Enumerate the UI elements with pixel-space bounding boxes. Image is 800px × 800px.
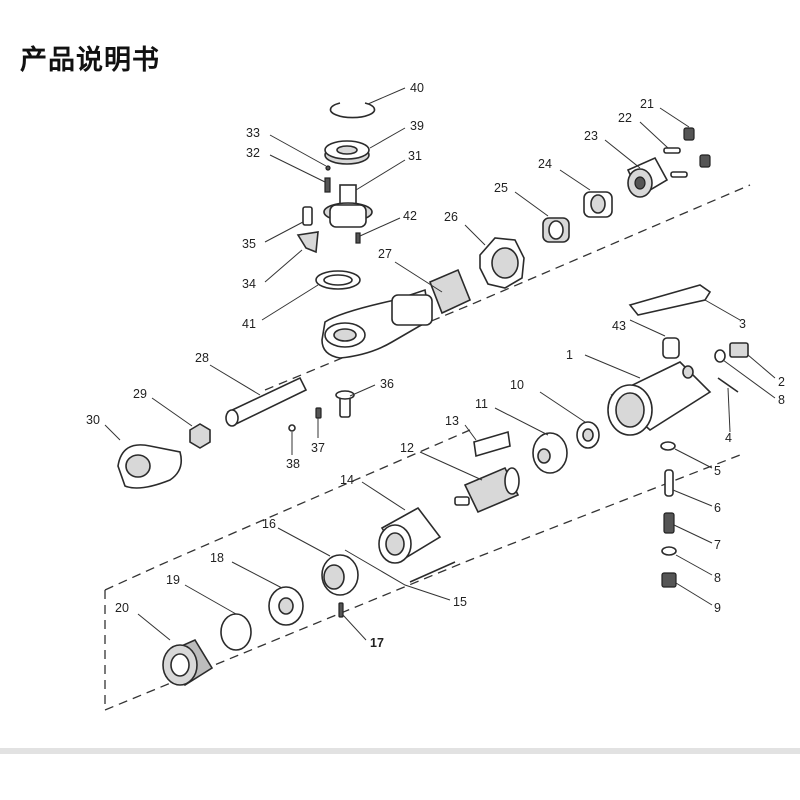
part-34-pawl	[264, 231, 319, 283]
part-40-retaining-ring	[329, 87, 406, 119]
assembly-outline	[104, 184, 751, 711]
part-18-bearing	[231, 561, 304, 626]
part-30-ratchet-ring	[104, 424, 183, 489]
label-5: 5	[714, 464, 721, 478]
part-39-bearing	[324, 127, 406, 165]
label-16: 16	[262, 517, 276, 531]
part-23-end-cap	[604, 139, 669, 198]
label-40: 40	[410, 81, 424, 95]
part-4-pin	[717, 377, 739, 433]
part-22-pins	[639, 121, 688, 178]
label-8-upper: 8	[778, 393, 785, 407]
part-2-air-inlet	[729, 342, 776, 379]
label-25: 25	[494, 181, 508, 195]
label-1: 1	[566, 348, 573, 362]
part-5-o-ring	[660, 441, 713, 469]
part-43-lever-pin	[629, 319, 680, 359]
part-42-pin	[355, 217, 401, 244]
label-38: 38	[286, 457, 300, 471]
part-19-o-ring	[184, 584, 252, 651]
label-30: 30	[86, 413, 100, 427]
label-8-lower: 8	[714, 571, 721, 585]
part-41-washer	[261, 270, 361, 321]
part-37-spring	[315, 407, 322, 438]
page-title: 产品说明书	[20, 45, 160, 76]
label-6: 6	[714, 501, 721, 515]
part-3-throttle-lever	[628, 284, 741, 321]
label-29: 29	[133, 387, 147, 401]
footer-divider	[0, 748, 800, 754]
label-14: 14	[340, 473, 354, 487]
part-11-end-plate	[494, 407, 568, 474]
part-36-screw	[335, 384, 376, 418]
part-8-washer-upper	[714, 349, 776, 399]
label-27: 27	[378, 247, 392, 261]
label-21: 21	[640, 97, 654, 111]
part-12-rotor	[419, 451, 520, 514]
label-42: 42	[403, 209, 417, 223]
part-7-spring	[663, 512, 713, 544]
label-18: 18	[210, 551, 224, 565]
part-27-ratchet-housing	[321, 261, 472, 359]
label-36: 36	[380, 377, 394, 391]
label-32: 32	[246, 146, 260, 160]
label-9: 9	[714, 601, 721, 615]
part-15-pin	[344, 549, 456, 601]
label-41: 41	[242, 317, 256, 331]
part-8-washer-lower	[661, 546, 713, 576]
label-23: 23	[584, 129, 598, 143]
label-22: 22	[618, 111, 632, 125]
part-25-bushing	[514, 191, 570, 243]
label-34: 34	[242, 277, 256, 291]
label-15: 15	[453, 595, 467, 609]
label-11: 11	[475, 397, 488, 411]
part-31-drive-anvil	[323, 159, 406, 228]
label-35: 35	[242, 237, 256, 251]
part-20-muffler	[137, 613, 214, 687]
label-13: 13	[445, 414, 459, 428]
label-33: 33	[246, 126, 260, 140]
part-28-shaft	[209, 364, 308, 427]
label-37: 37	[311, 441, 325, 455]
label-31: 31	[408, 149, 422, 163]
label-7: 7	[714, 538, 721, 552]
part-17-pin	[338, 602, 367, 641]
part-35-pin	[264, 206, 313, 243]
label-28: 28	[195, 351, 209, 365]
label-19: 19	[166, 573, 180, 587]
part-38-ball	[288, 424, 296, 455]
label-24: 24	[538, 157, 552, 171]
label-12: 12	[400, 441, 414, 455]
part-32-spring	[269, 154, 331, 193]
label-20: 20	[115, 601, 129, 615]
part-16-bearing-housing	[277, 527, 359, 596]
label-3: 3	[739, 317, 746, 331]
label-2: 2	[778, 375, 785, 389]
label-39: 39	[410, 119, 424, 133]
label-10: 10	[510, 378, 524, 392]
part-33-pin	[269, 134, 331, 171]
part-9-valve-screw	[661, 572, 713, 606]
part-6-valve-stem	[664, 469, 713, 507]
callout-labels: 1 2 3 4 5 6 7 8 8 9 10 11 12 13 14 15 16…	[86, 81, 785, 650]
label-43: 43	[612, 319, 626, 333]
part-24-bushing	[559, 169, 613, 218]
part-1-motor-housing	[584, 354, 712, 436]
part-21-set-screws	[659, 107, 711, 168]
label-4: 4	[725, 431, 732, 445]
part-14-cylinder	[361, 481, 442, 564]
part-29-nut	[151, 397, 211, 449]
part-13-vane	[464, 424, 511, 458]
part-10-bearing	[539, 391, 600, 449]
label-17: 17	[370, 636, 384, 650]
part-26-hex-nut	[464, 224, 525, 289]
label-26: 26	[444, 210, 458, 224]
